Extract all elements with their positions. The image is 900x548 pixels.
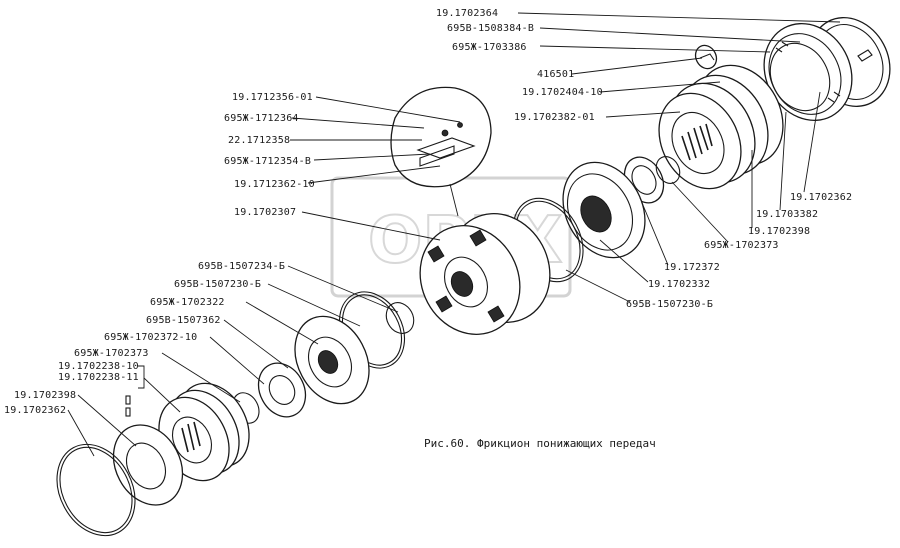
label-695v-1508384: 695В-1508384-В <box>447 23 534 34</box>
label-19-1702364: 19.1702364 <box>436 8 498 19</box>
part-labels: 19.1702364 695В-1508384-В 695Ж-1703386 4… <box>4 8 852 416</box>
label-19-1702398-right: 19.1702398 <box>748 226 810 237</box>
label-695v-1507362: 695В-1507362 <box>146 315 221 326</box>
label-695zh-1702373-left: 695Ж-1702373 <box>74 348 149 359</box>
label-695v-1507230-left: 695В-1507230-Б <box>174 279 261 290</box>
label-695zh-1712354: 695Ж-1712354-В <box>224 156 311 167</box>
label-19-172372: 19.172372 <box>664 262 720 273</box>
snap-ring-left <box>56 443 136 537</box>
inset-detail <box>390 86 492 217</box>
pins-pair <box>125 395 131 417</box>
label-19-1702382-01: 19.1702382-01 <box>514 112 595 123</box>
label-19-1702307: 19.1702307 <box>234 207 296 218</box>
label-695zh-1702373-right: 695Ж-1702373 <box>704 240 779 251</box>
label-695zh-1702372-10: 695Ж-1702372-10 <box>104 332 197 343</box>
label-19-1702362-left: 19.1702362 <box>4 405 66 416</box>
label-19-1702398-left: 19.1702398 <box>14 390 76 401</box>
label-19-1702332: 19.1702332 <box>648 279 710 290</box>
label-19-1702238-10: 19.1702238-10 <box>58 361 139 372</box>
label-695v-1507230-right: 695В-1507230-Б <box>626 299 713 310</box>
seal-ring-small <box>385 302 415 334</box>
label-19-1712362-10: 19.1712362-10 <box>234 179 315 190</box>
label-19-1702362-right: 19.1702362 <box>790 192 852 203</box>
toothed-disk <box>294 315 370 405</box>
label-22-1712358: 22.1712358 <box>228 135 290 146</box>
figure-caption: Рис.60. Фрикцион понижающих передач <box>424 437 656 450</box>
leader-lines <box>67 12 841 457</box>
piston-disk <box>562 161 646 259</box>
label-695zh-1702322: 695Ж-1702322 <box>150 297 225 308</box>
central-hub <box>419 213 551 335</box>
label-695v-1507234: 695В-1507234-Б <box>198 261 285 272</box>
label-19-1712356-01: 19.1712356-01 <box>232 92 313 103</box>
label-695zh-1712364: 695Ж-1712364 <box>224 113 299 124</box>
label-695zh-1703386: 695Ж-1703386 <box>452 42 527 53</box>
washer <box>257 362 307 418</box>
label-19-1702238-11: 19.1702238-11 <box>58 372 139 383</box>
label-19-1702404-10: 19.1702404-10 <box>522 87 603 98</box>
label-19-1703382: 19.1703382 <box>756 209 818 220</box>
label-416501: 416501 <box>537 69 574 80</box>
cover-right <box>763 22 853 122</box>
pin-part <box>694 44 718 70</box>
clutch-pack-left <box>158 382 250 482</box>
clutch-pack-right <box>658 64 784 190</box>
